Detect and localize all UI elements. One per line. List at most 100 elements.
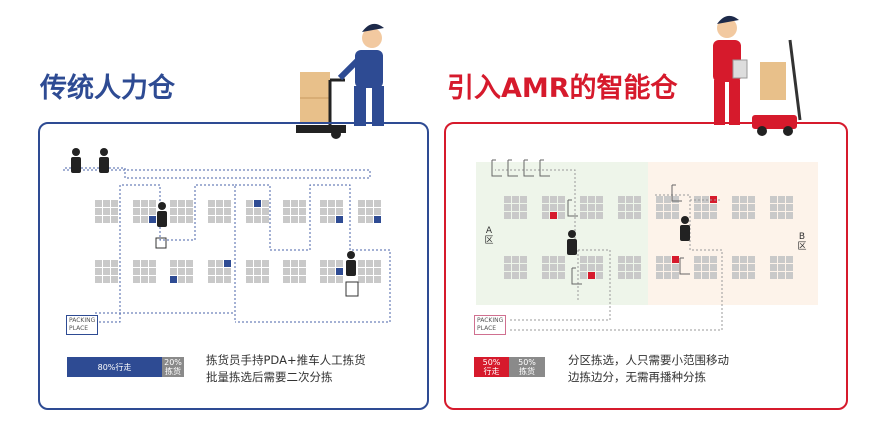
- shelf-cell: [550, 272, 557, 279]
- shelf-cell: [336, 208, 343, 215]
- shelf-cell: [246, 200, 253, 207]
- shelf-cell: [103, 216, 110, 223]
- shelf-cell: [710, 264, 717, 271]
- shelf-cell: [149, 200, 156, 207]
- shelf-cell: [133, 216, 140, 223]
- amr-robot-icon: [567, 199, 578, 217]
- shelf-cell: [141, 260, 148, 267]
- shelf-cell: [208, 260, 215, 267]
- shelf-cell: [694, 272, 701, 279]
- shelf-cell: [374, 216, 381, 223]
- pick-segment: 20%拣货: [162, 357, 184, 377]
- shelf-cell: [224, 260, 231, 267]
- shelf-cell: [626, 256, 633, 263]
- shelf-cell: [336, 260, 343, 267]
- shelf-cell: [504, 256, 511, 263]
- shelf-cell: [580, 264, 587, 271]
- amr-workers: [567, 216, 690, 255]
- shelf-cell: [558, 264, 565, 271]
- shelf-cell: [656, 212, 663, 219]
- shelf-cell: [186, 260, 193, 267]
- amr-robot-icon: [491, 159, 502, 177]
- shelf-cell: [702, 196, 709, 203]
- shelf-cell: [618, 264, 625, 271]
- shelf-cell: [778, 264, 785, 271]
- amr-robot-icon: [671, 184, 682, 202]
- shelf-cell: [374, 268, 381, 275]
- shelf-cell: [366, 268, 373, 275]
- shelf-cell: [103, 200, 110, 207]
- shelf-cell: [336, 268, 343, 275]
- shelf-cell: [770, 264, 777, 271]
- shelf-cell: [103, 208, 110, 215]
- shelf-cell: [170, 208, 177, 215]
- shelf-cell: [358, 276, 365, 283]
- shelf-cell: [550, 212, 557, 219]
- shelf-cell: [299, 200, 306, 207]
- zone-a-area: [476, 162, 648, 305]
- shelf-cell: [732, 264, 739, 271]
- shelf-cell: [550, 256, 557, 263]
- shelf-cell: [95, 200, 102, 207]
- shelf-cell: [702, 256, 709, 263]
- shelf-cell: [778, 204, 785, 211]
- shelf-cell: [512, 212, 519, 219]
- shelf-cell: [596, 212, 603, 219]
- shelf-cell: [186, 268, 193, 275]
- shelf-cell: [626, 264, 633, 271]
- shelf-cell: [778, 256, 785, 263]
- shelf-cell: [542, 264, 549, 271]
- shelf-cell: [254, 216, 261, 223]
- shelf-cell: [262, 216, 269, 223]
- amr-time-bar: 50%行走 50%拣货: [474, 357, 545, 377]
- shelf-cell: [520, 196, 527, 203]
- shelf-cell: [732, 256, 739, 263]
- amr-walk-path: [495, 169, 723, 331]
- shelf-cell: [133, 276, 140, 283]
- shelf-cell: [634, 212, 641, 219]
- shelf-cell: [520, 204, 527, 211]
- shelf-cell: [694, 256, 701, 263]
- shelf-cell: [596, 272, 603, 279]
- shelf-cell: [656, 264, 663, 271]
- shelf-cell: [141, 208, 148, 215]
- manual-workers: [71, 148, 359, 297]
- shelf-cell: [262, 268, 269, 275]
- shelf-cell: [710, 204, 717, 211]
- shelf-cell: [141, 276, 148, 283]
- shelf-cell: [656, 272, 663, 279]
- amr-worker-illustration: [713, 15, 802, 136]
- shelf-cell: [732, 212, 739, 219]
- shelf-cell: [694, 212, 701, 219]
- shelf-cell: [520, 272, 527, 279]
- shelf-cell: [208, 208, 215, 215]
- shelf-cell: [103, 260, 110, 267]
- shelf-cell: [262, 260, 269, 267]
- amr-description: 分区拣选，人只需要小范围移动边拣边分，无需再播种分拣: [568, 353, 729, 384]
- shelf-cell: [520, 212, 527, 219]
- shelf-cell: [618, 272, 625, 279]
- shelf-cell: [336, 276, 343, 283]
- shelf-cell: [558, 272, 565, 279]
- shelf-cell: [664, 272, 671, 279]
- shelf-cell: [504, 272, 511, 279]
- shelf-cell: [141, 216, 148, 223]
- shelf-cell: [283, 216, 290, 223]
- shelf-cell: [656, 204, 663, 211]
- shelf-cell: [710, 272, 717, 279]
- manual-walk-path: [62, 167, 391, 323]
- shelf-cell: [748, 204, 755, 211]
- shelf-cell: [542, 204, 549, 211]
- shelf-cell: [291, 200, 298, 207]
- shelf-cell: [512, 256, 519, 263]
- shelf-cell: [672, 256, 679, 263]
- shelf-cell: [504, 196, 511, 203]
- shelf-cell: [748, 256, 755, 263]
- shelf-cell: [111, 276, 118, 283]
- shelf-cell: [580, 212, 587, 219]
- shelf-cell: [291, 260, 298, 267]
- shelf-cell: [246, 268, 253, 275]
